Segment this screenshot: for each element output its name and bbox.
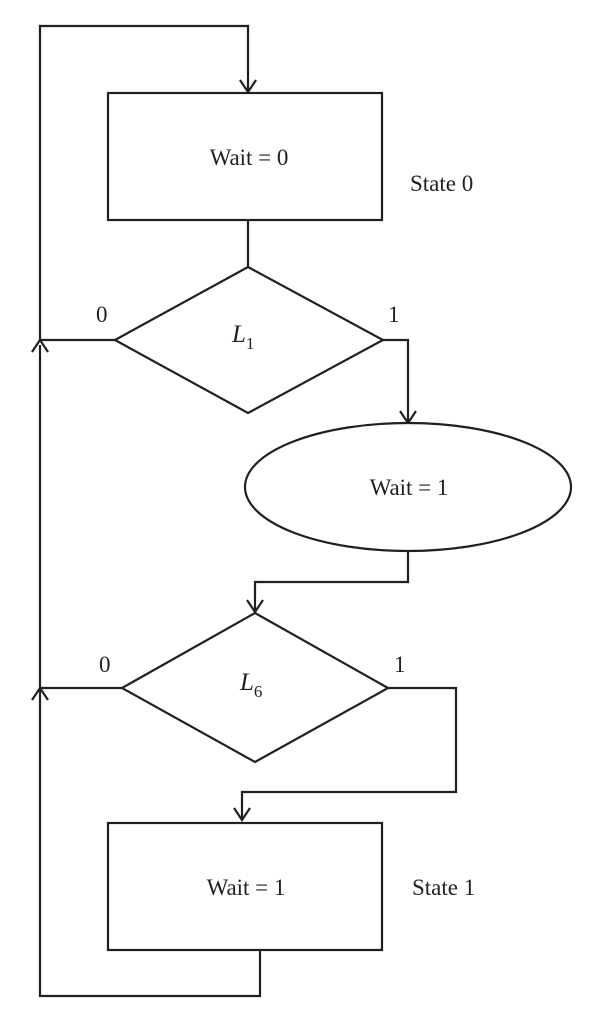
- connector-wait1-to-l6: [253, 552, 410, 612]
- arrowhead-up-lower: [31, 686, 49, 701]
- state0-box-text: Wait = 0: [210, 145, 289, 170]
- l1-true-label: 1: [388, 302, 400, 327]
- state0-label: State 0: [410, 171, 473, 196]
- state1-label: State 1: [412, 875, 475, 900]
- connector-l1-false-loop: [38, 24, 250, 342]
- decision-l6-label: L6: [239, 669, 262, 701]
- arrowhead-into-state1: [233, 807, 251, 822]
- decision-l1-label: L1: [231, 321, 254, 353]
- state1-box: [106, 821, 384, 952]
- decision-l1-subscript: 1: [246, 334, 255, 353]
- wait1-ellipse-text: Wait = 1: [370, 475, 449, 500]
- connector-l6-true-to-state1: [240, 686, 458, 820]
- l6-true-label: 1: [394, 652, 406, 677]
- decision-l6-diamond: [119, 611, 391, 764]
- arrowhead-up-upper: [31, 338, 49, 353]
- state0-box: [106, 91, 384, 222]
- state1-box-text: Wait = 1: [207, 875, 286, 900]
- l1-false-label: 0: [96, 302, 108, 327]
- connector-l1-true-to-wait1: [383, 338, 410, 423]
- decision-l1-var: L: [231, 321, 246, 348]
- wait1-ellipse: [243, 421, 573, 553]
- connector-state1-loop: [38, 690, 262, 998]
- decision-l1-diamond: [112, 265, 386, 415]
- l6-false-label: 0: [99, 652, 111, 677]
- decision-l6-var: L: [239, 669, 254, 696]
- connector-l6-false-loop: [38, 345, 122, 690]
- decision-l6-subscript: 6: [254, 682, 263, 701]
